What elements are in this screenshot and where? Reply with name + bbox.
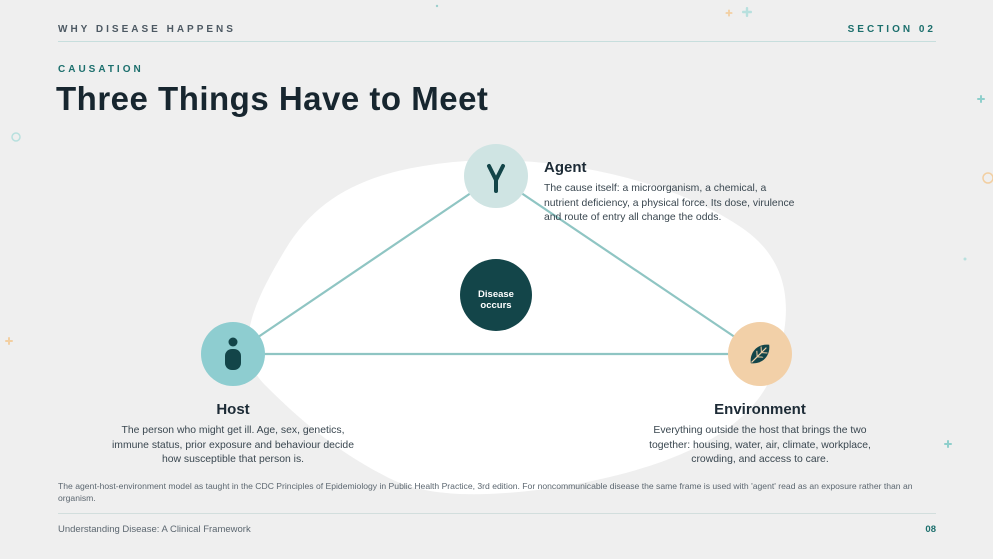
agent-description-line: nutrient deficiency, a physical force. I…	[544, 197, 795, 209]
background-blob	[247, 160, 786, 495]
environment-description-line: Everything outside the host that brings …	[653, 425, 867, 436]
disease-occurs-node	[460, 259, 532, 331]
sparkle-icon	[944, 440, 952, 448]
host-description-line: immune status, prior exposure and behavi…	[111, 439, 354, 451]
header-divider	[58, 41, 936, 42]
footer-divider	[58, 513, 936, 514]
footer-course-title: Understanding Disease: A Clinical Framew…	[58, 524, 251, 535]
environment-description: Everything outside the host that brings …	[625, 424, 895, 468]
disease-occurs-label: Disease occurs	[461, 289, 531, 311]
agent-description: The cause itself: a microorganism, a che…	[544, 182, 814, 226]
section-header-label: WHY DISEASE HAPPENS	[58, 24, 236, 35]
decorative-dot-icon	[435, 4, 439, 8]
sparkle-icon	[977, 95, 985, 103]
leaf-icon	[750, 344, 770, 364]
page-title: Three Things Have to Meet	[56, 80, 489, 117]
sparkle-icon	[725, 9, 733, 17]
connector-agent-environment	[495, 175, 761, 355]
section-number-label: SECTION 02	[847, 24, 936, 35]
environment-description-line: crowding, and access to care.	[691, 454, 829, 466]
page-number: 08	[925, 524, 936, 535]
environment-title: Environment	[714, 401, 806, 418]
environment-description-line: together: housing, water, air, climate, …	[649, 439, 871, 451]
source-footnote: The agent-host-environment model as taug…	[58, 481, 913, 503]
agent-description-line: The cause itself: a microorganism, a che…	[544, 183, 767, 194]
person-icon	[225, 337, 241, 370]
antibody-icon	[487, 164, 505, 193]
sparkle-icon	[742, 7, 752, 17]
host-description: The person who might get ill. Age, sex, …	[98, 424, 368, 468]
agent-node	[464, 144, 528, 208]
triangle-connectors	[232, 175, 761, 356]
host-description-line: The person who might get ill. Age, sex, …	[121, 425, 345, 436]
connector-agent-host	[232, 175, 497, 355]
sparkle-icon	[5, 337, 13, 345]
host-title: Host	[216, 401, 250, 418]
environment-node	[728, 322, 792, 386]
host-node	[201, 322, 265, 386]
decorative-ring-icon	[11, 132, 21, 142]
decorative-sparkles	[5, 4, 993, 448]
disease-occurs-line1: Disease	[478, 289, 514, 300]
decorative-dot-icon	[963, 257, 967, 261]
agent-title: Agent	[544, 159, 587, 176]
decorative-ring-icon	[982, 172, 993, 184]
eyebrow-label: CAUSATION	[58, 64, 144, 75]
disease-occurs-line2: occurs	[480, 300, 512, 311]
agent-description-line: and route of entry all change the odds.	[544, 212, 722, 224]
host-description-line: how susceptible that person is.	[161, 454, 305, 466]
